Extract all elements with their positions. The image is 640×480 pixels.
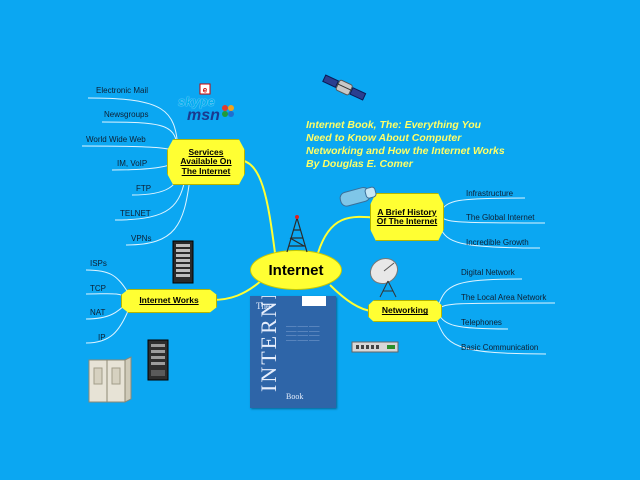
topic-internet-works-label: Internet Works xyxy=(139,295,199,306)
line-vpns xyxy=(125,177,191,246)
central-node-internet[interactable]: Internet xyxy=(250,250,342,290)
network-switch-icon xyxy=(351,341,399,353)
leaf-ip[interactable]: IP xyxy=(98,333,106,342)
line-electronic-mail xyxy=(87,97,179,149)
book-cover-title: INTERNET xyxy=(256,296,281,392)
line-basic xyxy=(435,317,547,355)
book-cover-the: The xyxy=(256,301,270,311)
leaf-isps[interactable]: ISPs xyxy=(90,259,107,268)
topic-networking[interactable]: Networking xyxy=(368,300,442,322)
leaf-lan[interactable]: The Local Area Network xyxy=(461,293,547,302)
topic-internet-works[interactable]: Internet Works xyxy=(121,289,217,313)
line-www xyxy=(81,145,179,155)
line-ip xyxy=(85,305,131,344)
book-band xyxy=(302,296,326,306)
satellite-dish-icon xyxy=(369,257,399,298)
leaf-nat[interactable]: NAT xyxy=(90,308,106,317)
book-cover-image: The INTERNET ——— ——— ——— ——— ——— ——— ———… xyxy=(250,296,336,408)
leaf-ftp[interactable]: FTP xyxy=(136,184,152,193)
mail-icon: e xyxy=(199,83,211,95)
leaf-digital-network[interactable]: Digital Network xyxy=(461,268,515,277)
satellite-icon xyxy=(322,74,367,101)
leaf-tcp[interactable]: TCP xyxy=(90,284,106,293)
leaf-basic-communication[interactable]: Basic Communication xyxy=(461,343,539,352)
topic-services[interactable]: Services Available On The Internet xyxy=(167,139,245,185)
tower-server-icon xyxy=(147,339,169,381)
line-global xyxy=(441,217,546,224)
topic-history[interactable]: A Brief History Of The Internet xyxy=(370,193,444,241)
msn-logo: msn xyxy=(187,107,220,124)
leaf-incredible-growth[interactable]: Incredible Growth xyxy=(466,238,529,247)
leaf-infrastructure[interactable]: Infrastructure xyxy=(466,189,514,198)
radio-tower-icon xyxy=(286,215,308,253)
skype-logo: skype xyxy=(178,94,215,109)
branch-history xyxy=(317,215,379,254)
central-node-label: Internet xyxy=(268,261,324,279)
leaf-global-internet[interactable]: The Global Internet xyxy=(466,213,535,222)
leaf-telnet[interactable]: TELNET xyxy=(120,209,151,218)
magnifier-icon xyxy=(339,186,377,207)
server-cabinet-icon xyxy=(88,356,132,403)
leaf-electronic-mail[interactable]: Electronic Mail xyxy=(96,86,149,95)
leaf-newsgroups[interactable]: Newsgroups xyxy=(104,110,149,119)
topic-networking-label: Networking xyxy=(381,305,429,316)
svg-text:e: e xyxy=(203,86,208,95)
line-growth xyxy=(439,227,541,249)
book-cover-blurb: ——— ——— ——— ——— ——— ——— ——— ——— ——— ——— … xyxy=(286,324,320,342)
leaf-world-wide-web[interactable]: World Wide Web xyxy=(86,135,146,144)
line-infrastructure xyxy=(439,197,526,213)
line-digital xyxy=(437,278,523,307)
line-lan xyxy=(437,302,556,310)
book-title-note: Internet Book, The: Everything You Need … xyxy=(306,119,505,171)
topic-services-label: Services Available On The Internet xyxy=(180,146,232,176)
book-cover-book: Book xyxy=(286,392,304,401)
msn-butterfly-icon xyxy=(222,105,234,117)
server-rack-icon xyxy=(172,240,194,284)
leaf-vpns[interactable]: VPNs xyxy=(131,234,152,243)
leaf-im-voip[interactable]: IM, VoIP xyxy=(117,159,148,168)
leaf-telephones[interactable]: Telephones xyxy=(461,318,502,327)
topic-history-label: A Brief History Of The Internet xyxy=(376,206,438,226)
